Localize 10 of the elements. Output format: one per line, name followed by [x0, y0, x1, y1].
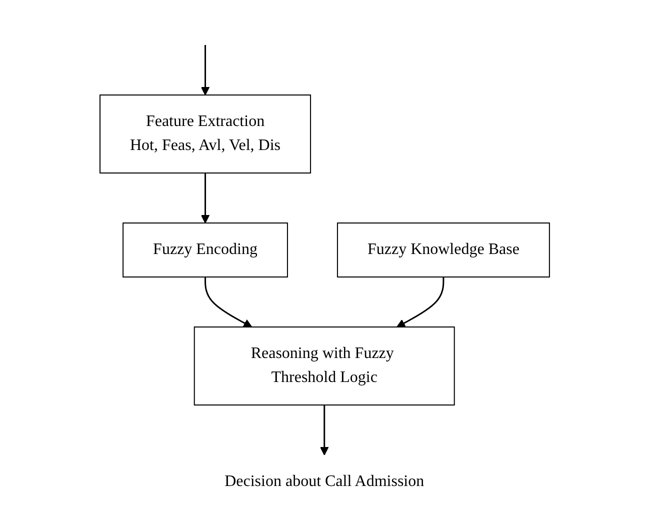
arrow [320, 405, 329, 456]
node-box: Fuzzy Knowledge Base [336, 222, 550, 278]
node-box: Feature Extraction Hot, Feas, Avl, Vel, Dis [99, 94, 311, 174]
node-text: Decision about Call Admission [224, 472, 424, 490]
arrow [200, 173, 210, 224]
arrow [204, 277, 252, 328]
node-box: Fuzzy Encoding [122, 222, 288, 278]
arrow [396, 277, 444, 328]
node-box: Reasoning with Fuzzy Threshold Logic [194, 326, 455, 406]
arrow [200, 45, 210, 96]
